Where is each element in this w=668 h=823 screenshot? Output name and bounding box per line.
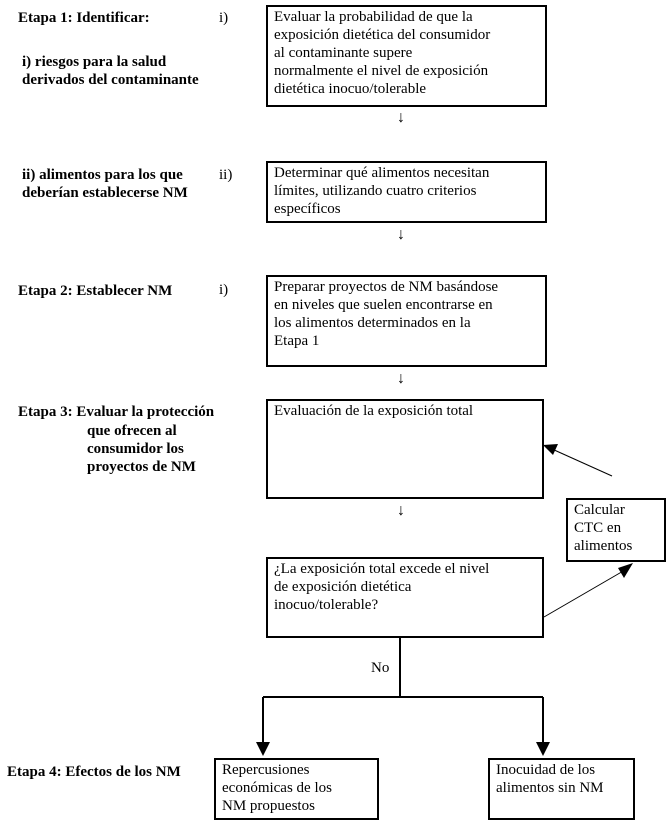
arrowhead-exposure [543, 444, 558, 455]
arrow-down-4: ↓ [397, 502, 405, 519]
box-calc-ctc: Calcular CTC en alimentos [566, 498, 666, 562]
stage1-marker-ii: ii) [219, 167, 233, 183]
stage3-heading-cont: que ofrecen al consumidor los proyectos … [87, 423, 196, 475]
arrow-down-1: ↓ [397, 109, 405, 126]
stage1-heading: Etapa 1: Identificar: [18, 10, 150, 26]
connector-question-to-ctc [543, 569, 626, 618]
arrow-down-2: ↓ [397, 226, 405, 243]
box-prepare-drafts: Preparar proyectos de NM basándose en ni… [266, 275, 547, 367]
box-evaluate-probability: Evaluar la probabilidad de que la exposi… [266, 5, 547, 107]
connector-ctc-to-exposure [551, 448, 613, 477]
label-no: No [371, 660, 390, 676]
arrowhead-ctc [618, 563, 633, 578]
box-economic: Repercusiones económicas de los NM propu… [214, 758, 379, 820]
box-determine-foods: Determinar qué alimentos necesitan límit… [266, 161, 547, 223]
stage3-heading: Etapa 3: Evaluar la protección [18, 404, 215, 420]
stage1-marker-i: i) [219, 10, 229, 26]
stage1-sub-i: i) riesgos para la salud derivados del c… [22, 54, 199, 88]
stage4-heading: Etapa 4: Efectos de los NM [7, 764, 181, 780]
arrowhead-left-branch [256, 742, 270, 756]
arrowhead-right-branch [536, 742, 550, 756]
box-safety: Inocuidad de los alimentos sin NM [488, 758, 635, 820]
stage1-sub-ii: ii) alimentos para los que deberían esta… [22, 167, 188, 201]
box-total-exposure: Evaluación de la exposición total [266, 399, 544, 499]
stage2-heading: Etapa 2: Establecer NM [18, 283, 173, 299]
arrow-down-3: ↓ [397, 370, 405, 387]
stage2-marker-i: i) [219, 282, 229, 298]
box-question: ¿La exposición total excede el nivel de … [266, 557, 544, 638]
